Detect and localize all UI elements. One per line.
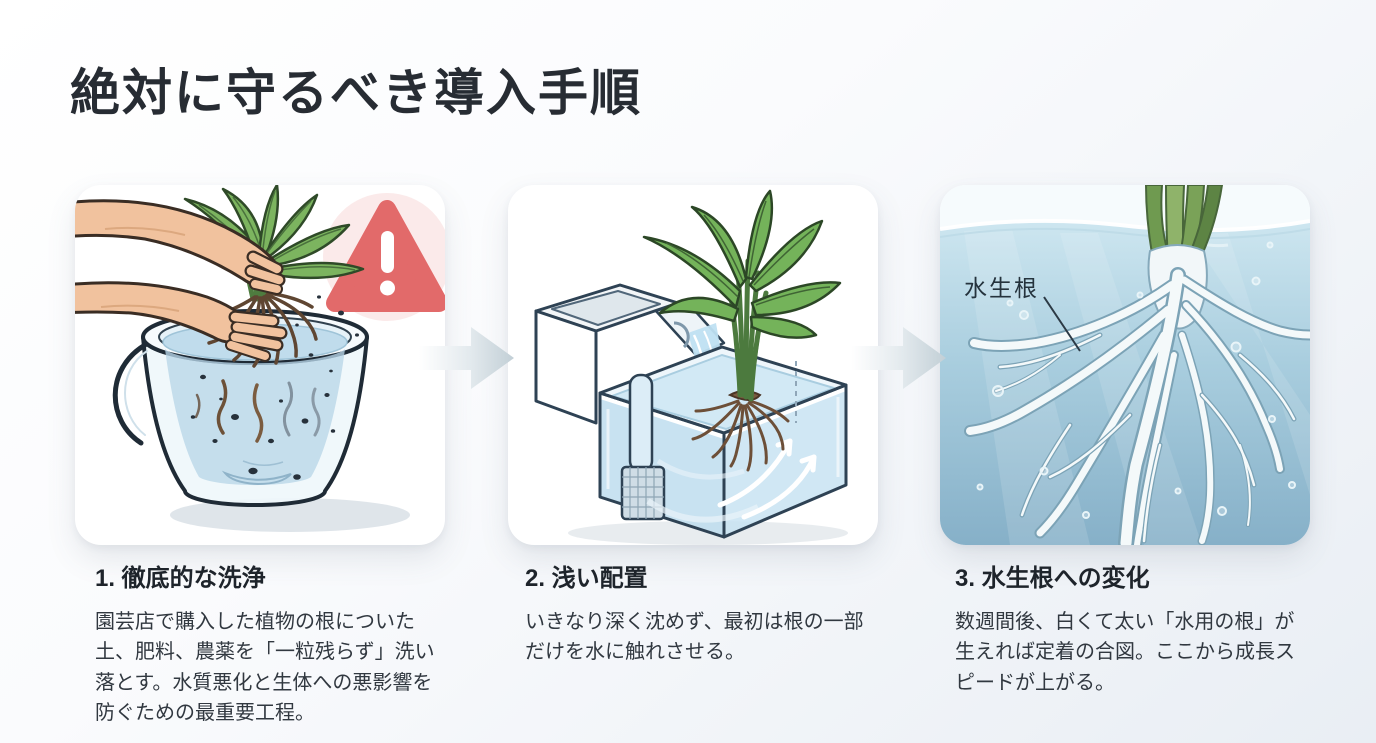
water-flow-arrows [717,438,817,520]
step1-caption: 1. 徹底的な洗浄 園芸店で購入した植物の根についた土、肥料、農薬を「一粒残らず… [95,558,457,729]
bubbles [976,241,1296,519]
step1-body: 園芸店で購入した植物の根についた土、肥料、農薬を「一粒残らず」洗い落とす。水質悪… [95,611,435,725]
leaf-veins [665,200,831,306]
hands [75,199,288,362]
aquatic-root-label: 水生根 [964,275,1039,301]
arrow-right-icon [419,327,514,389]
step2-illustration [534,189,848,545]
arrow-right-icon [851,327,946,389]
step1-illustration [75,185,445,532]
step3-caption: 3. 水生根への変化 数週間後、白くて太い「水用の根」が生えれば定着の合図。ここ… [955,558,1317,698]
step3-card: 水生根 [940,185,1310,545]
step3-heading: 3. 水生根への変化 [955,565,1150,592]
warning-triangle-icon [326,200,445,312]
annotation-pointer-line [1043,296,1081,352]
step2-caption: 2. 浅い配置 いきなり深く沈めず、最初は根の一部だけを水に触れさせる。 [525,558,887,668]
aquatic-roots [964,267,1310,545]
page-title: 絶対に守るべき導入手順 [70,65,642,121]
step1-heading: 1. 徹底的な洗浄 [95,565,266,592]
step3-body: 数週間後、白くて太い「水用の根」が生えれば定着の合図。ここから成長スピードが上が… [955,611,1295,694]
step3-illustration [940,185,1310,545]
step2-card [508,185,878,545]
aquarium-tank [598,345,848,539]
dirt-specks [190,271,359,480]
step1-card [75,185,445,545]
sinking-debris [194,379,321,443]
plant-roots [691,399,790,472]
step2-heading: 2. 浅い配置 [525,565,648,592]
plant-leaves [642,189,842,339]
plant-stems [727,258,769,402]
step2-body: いきなり深く沈めず、最初は根の一部だけを水に触れさせる。 [525,611,864,664]
